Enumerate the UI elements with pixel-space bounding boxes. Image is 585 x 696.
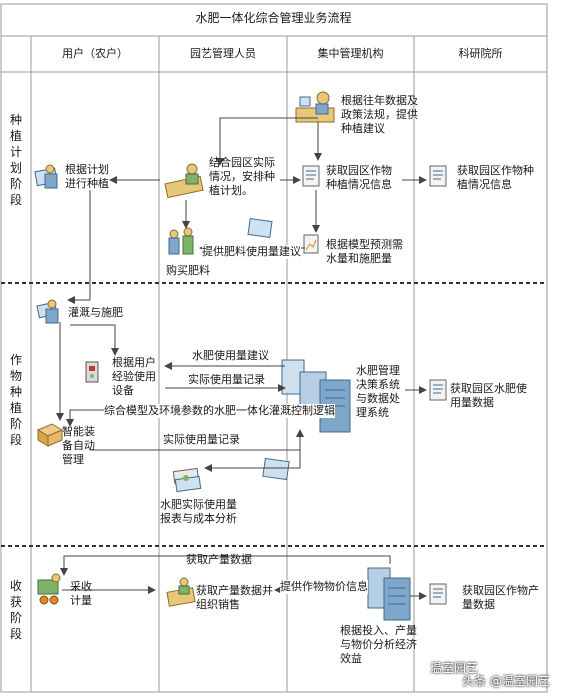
yield-label-text: 获取产量数据 [186, 553, 252, 566]
farmer-plan-icon [34, 164, 58, 189]
phase-label-growing: 作物种植阶段 [9, 353, 22, 447]
research-usage-text: 获取园区水肥使用量数据 [450, 382, 527, 409]
price-label-text: 提供作物物价信息 [280, 580, 368, 594]
connector-yield-data [60, 555, 391, 576]
column-header-research: 科研院所 [458, 47, 503, 60]
server-system-icon [281, 359, 351, 433]
chart-document-icon [303, 234, 319, 254]
center-collect-text: 获取园区作物种植情况信息 [326, 164, 392, 191]
document-icon [302, 165, 320, 187]
record-card-icon [262, 457, 290, 481]
fertilizer-advice-text: 提供肥料使用量建议 [202, 245, 301, 259]
advice-card-icon [247, 217, 273, 239]
user-plan-text: 根据计划进行种植 [65, 163, 109, 190]
research-document-icon [429, 165, 447, 187]
device-panel-icon [85, 361, 99, 383]
connector-irrigate-to-device [70, 324, 119, 356]
diagram-border [0, 3, 548, 693]
gardener-plan-text: 结合园区实际情况，安排种植计划。 [209, 156, 275, 197]
diagram-title: 水肥一体化综合管理业务流程 [195, 11, 352, 25]
irrigate-text: 灌溉与施肥 [68, 306, 123, 319]
user-device-text: 根据用户经验使用设备 [112, 356, 156, 397]
seller-icon [166, 577, 196, 607]
harvest-icon [37, 573, 61, 605]
smart-device-text: 智能装备自动管理 [62, 425, 95, 466]
column-header-gardener: 园艺管理人员 [190, 47, 256, 60]
column-header-center: 集中管理机构 [317, 47, 384, 60]
research-collect-text: 获取园区作物种植情况信息 [457, 164, 534, 191]
irrigate-farmer-icon [36, 299, 59, 324]
record-label2-text: 实际使用量记录 [163, 433, 240, 446]
column-header-user: 用户（农户） [62, 47, 128, 60]
report-text: 水肥实际使用量报表与成本分析 [160, 498, 237, 525]
phase-label-planning: 种植计划阶段 [9, 113, 22, 207]
advice-label-text: 水肥使用量建议 [192, 349, 269, 362]
buy-fertilizer-text: 购买肥料 [166, 264, 210, 277]
center-advice-text: 根据往年数据及政策法规，提供种植建议 [341, 94, 418, 135]
connector-system-to-report [204, 430, 301, 472]
analyst-icon [295, 91, 335, 123]
research-yield-text: 获取园区作物产量数据 [462, 584, 539, 611]
control-logic-text: 综合模型及环境参数的水肥一体化灌溉控制逻辑 [104, 404, 335, 418]
watermark-text-top: 温室园艺 [430, 661, 479, 675]
research-usage-icon [429, 379, 447, 401]
connector-advice-to-gardener [216, 117, 318, 166]
gardener-sell-text: 获取产量数据并组织销售 [196, 584, 273, 611]
center-analysis-text: 根据投入、产量与物价分析经济效益 [340, 624, 417, 665]
center-forecast-text: 根据模型预测需水量和施肥量 [326, 238, 403, 265]
gardener-desk-icon [164, 163, 204, 199]
research-yield-icon [429, 583, 447, 605]
watermark-text: 头条 @温室园艺 [462, 674, 550, 688]
buyer-people-icon [168, 227, 194, 255]
connector-plan-to-irrigate [67, 190, 91, 304]
smart-equipment-icon [36, 423, 64, 447]
harvest-server-icon [367, 567, 411, 621]
system-text: 水肥管理决策系统与数据处理系统 [356, 364, 400, 419]
report-stack-icon [172, 467, 202, 493]
record-label-text: 实际使用量记录 [188, 373, 265, 386]
pick-text: 采收计量 [70, 580, 92, 607]
phase-label-harvest: 收获阶段 [9, 579, 22, 641]
